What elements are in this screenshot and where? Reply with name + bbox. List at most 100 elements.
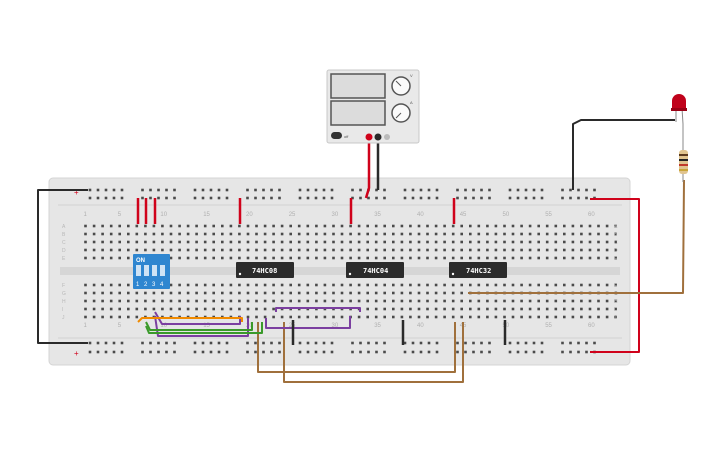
breadboard-hole[interactable] — [569, 188, 572, 192]
breadboard-hole[interactable] — [480, 188, 483, 192]
breadboard-hole[interactable] — [144, 240, 147, 244]
breadboard-hole[interactable] — [443, 240, 446, 244]
breadboard-hole[interactable] — [270, 188, 273, 192]
breadboard-hole[interactable] — [392, 248, 395, 252]
breadboard-hole[interactable] — [297, 315, 301, 319]
breadboard-hole[interactable] — [349, 232, 352, 236]
breadboard-hole[interactable] — [605, 232, 609, 236]
breadboard-hole[interactable] — [229, 248, 233, 252]
breadboard-hole[interactable] — [464, 350, 467, 354]
breadboard-hole[interactable] — [195, 240, 198, 244]
breadboard-hole[interactable] — [469, 224, 472, 228]
breadboard-hole[interactable] — [272, 232, 275, 236]
breadboard-hole[interactable] — [135, 307, 139, 311]
breadboard-hole[interactable] — [383, 283, 386, 287]
breadboard-hole[interactable] — [400, 224, 404, 228]
breadboard-hole[interactable] — [112, 196, 116, 200]
breadboard-hole[interactable] — [127, 256, 130, 260]
breadboard-hole[interactable] — [451, 224, 455, 228]
breadboard-hole[interactable] — [524, 188, 528, 192]
breadboard-hole[interactable] — [451, 307, 455, 311]
breadboard-hole[interactable] — [306, 350, 310, 354]
breadboard-hole[interactable] — [84, 299, 87, 303]
breadboard-hole[interactable] — [246, 299, 250, 303]
breadboard-hole[interactable] — [460, 299, 463, 303]
breadboard-hole[interactable] — [127, 307, 130, 311]
breadboard-hole[interactable] — [178, 283, 181, 287]
breadboard-hole[interactable] — [289, 315, 292, 319]
breadboard-hole[interactable] — [366, 248, 369, 252]
breadboard-hole[interactable] — [330, 188, 334, 192]
breadboard-hole[interactable] — [272, 224, 275, 228]
breadboard-hole[interactable] — [563, 232, 566, 236]
breadboard-hole[interactable] — [443, 256, 446, 260]
breadboard-hole[interactable] — [383, 188, 386, 192]
breadboard-hole[interactable] — [561, 341, 564, 345]
breadboard-hole[interactable] — [545, 248, 549, 252]
breadboard-hole[interactable] — [127, 248, 130, 252]
breadboard-hole[interactable] — [374, 256, 378, 260]
breadboard-hole[interactable] — [118, 291, 121, 295]
breadboard-hole[interactable] — [392, 240, 395, 244]
breadboard-hole[interactable] — [315, 299, 318, 303]
psu-off-switch[interactable] — [331, 132, 342, 139]
breadboard-hole[interactable] — [434, 315, 438, 319]
breadboard-hole[interactable] — [494, 232, 498, 236]
breadboard-hole[interactable] — [330, 341, 334, 345]
breadboard-hole[interactable] — [597, 240, 600, 244]
power-supply[interactable]: V A off — [326, 69, 420, 144]
breadboard-holes[interactable] — [84, 188, 617, 354]
breadboard-hole[interactable] — [508, 188, 512, 192]
breadboard-hole[interactable] — [118, 307, 121, 311]
breadboard-hole[interactable] — [392, 307, 395, 311]
breadboard-hole[interactable] — [297, 224, 301, 228]
breadboard-hole[interactable] — [357, 224, 361, 228]
breadboard-hole[interactable] — [400, 232, 404, 236]
breadboard-hole[interactable] — [545, 299, 549, 303]
breadboard-hole[interactable] — [298, 350, 302, 354]
breadboard-hole[interactable] — [195, 232, 198, 236]
breadboard-hole[interactable] — [357, 256, 361, 260]
breadboard-hole[interactable] — [375, 188, 378, 192]
breadboard-hole[interactable] — [104, 350, 108, 354]
breadboard-hole[interactable] — [306, 315, 310, 319]
breadboard-hole[interactable] — [289, 256, 292, 260]
breadboard-hole[interactable] — [109, 315, 113, 319]
breadboard-hole[interactable] — [383, 299, 386, 303]
breadboard-hole[interactable] — [349, 291, 352, 295]
breadboard-hole[interactable] — [212, 299, 215, 303]
breadboard-hole[interactable] — [366, 283, 369, 287]
breadboard-hole[interactable] — [508, 350, 512, 354]
breadboard-hole[interactable] — [419, 350, 423, 354]
breadboard-hole[interactable] — [545, 307, 549, 311]
breadboard-hole[interactable] — [297, 256, 301, 260]
breadboard-hole[interactable] — [383, 248, 386, 252]
breadboard-hole[interactable] — [229, 224, 233, 228]
breadboard-hole[interactable] — [315, 248, 318, 252]
breadboard-hole[interactable] — [169, 240, 173, 244]
breadboard-hole[interactable] — [511, 240, 515, 244]
breadboard-hole[interactable] — [545, 224, 549, 228]
breadboard-hole[interactable] — [451, 232, 455, 236]
breadboard-hole[interactable] — [272, 299, 275, 303]
breadboard-hole[interactable] — [315, 240, 318, 244]
breadboard-hole[interactable] — [469, 232, 472, 236]
breadboard-hole[interactable] — [263, 248, 267, 252]
breadboard-hole[interactable] — [221, 248, 224, 252]
breadboard-hole[interactable] — [469, 307, 472, 311]
breadboard-hole[interactable] — [488, 350, 491, 354]
breadboard-hole[interactable] — [427, 188, 431, 192]
breadboard-hole[interactable] — [109, 240, 113, 244]
breadboard-hole[interactable] — [392, 224, 395, 228]
breadboard-hole[interactable] — [225, 341, 229, 345]
breadboard-hole[interactable] — [494, 283, 498, 287]
breadboard-hole[interactable] — [161, 307, 164, 311]
wire-purple-3[interactable] — [275, 307, 361, 312]
breadboard-hole[interactable] — [417, 240, 421, 244]
breadboard-hole[interactable] — [101, 224, 104, 228]
breadboard-hole[interactable] — [101, 283, 104, 287]
breadboard-hole[interactable] — [593, 188, 596, 192]
breadboard-hole[interactable] — [561, 196, 564, 200]
breadboard-hole[interactable] — [186, 248, 190, 252]
breadboard-hole[interactable] — [409, 232, 412, 236]
